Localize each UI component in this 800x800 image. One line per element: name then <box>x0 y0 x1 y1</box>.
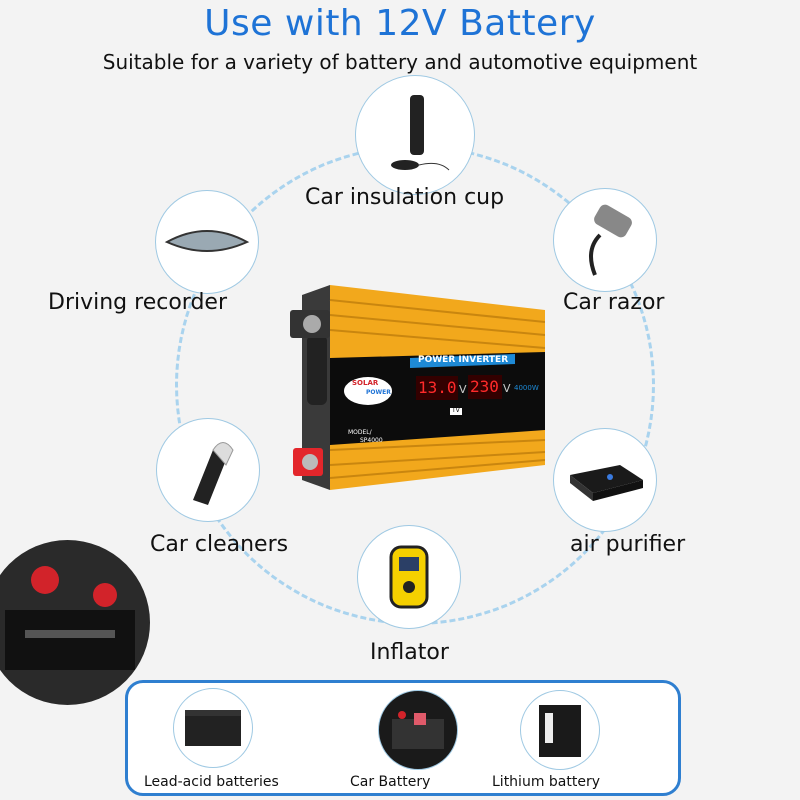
battery-label: Lithium battery <box>492 774 601 790</box>
battery-label: Lead-acid batteries <box>144 774 279 790</box>
output-voltage-display: 230 <box>470 377 499 396</box>
input-voltage-display: 13.0 <box>418 378 457 397</box>
insulation-cup-icon <box>355 75 475 195</box>
brand-line1: SOLAR <box>352 379 379 387</box>
lead-acid-battery-image <box>173 688 253 768</box>
page-subtitle: Suitable for a variety of battery and au… <box>102 50 698 74</box>
car-battery-image <box>378 690 458 770</box>
lithium-battery-image <box>520 690 600 770</box>
input-unit: V <box>459 383 467 396</box>
device-label: Car insulation cup <box>305 185 505 210</box>
model-number: SP4000 <box>360 437 383 444</box>
model-label: MODEL/ <box>348 429 372 436</box>
device-label: Car cleaners <box>150 532 289 557</box>
inflator-icon <box>357 525 461 629</box>
brand-line2: POWER <box>366 389 391 396</box>
mirror-recorder-icon <box>155 190 259 294</box>
device-label: Car razor <box>563 290 665 315</box>
power-inverter-image: POWER INVERTER SOLAR POWER 13.0 V 230 V … <box>290 280 546 490</box>
car-battery-clamp-photo <box>0 540 150 705</box>
purifier-icon <box>553 428 657 532</box>
vacuum-icon <box>156 418 260 522</box>
device-label: air purifier <box>570 532 686 557</box>
tv-icon-label: TV <box>450 407 462 415</box>
output-unit: V <box>503 382 511 395</box>
power-rating: 4000W <box>514 384 539 392</box>
device-label: Driving recorder <box>48 290 227 315</box>
battery-label: Car Battery <box>350 774 431 790</box>
page-title: Use with 12V Battery <box>204 3 596 44</box>
inverter-banner: POWER INVERTER <box>418 355 509 365</box>
razor-icon <box>553 188 657 292</box>
device-label: Inflator <box>370 640 449 665</box>
